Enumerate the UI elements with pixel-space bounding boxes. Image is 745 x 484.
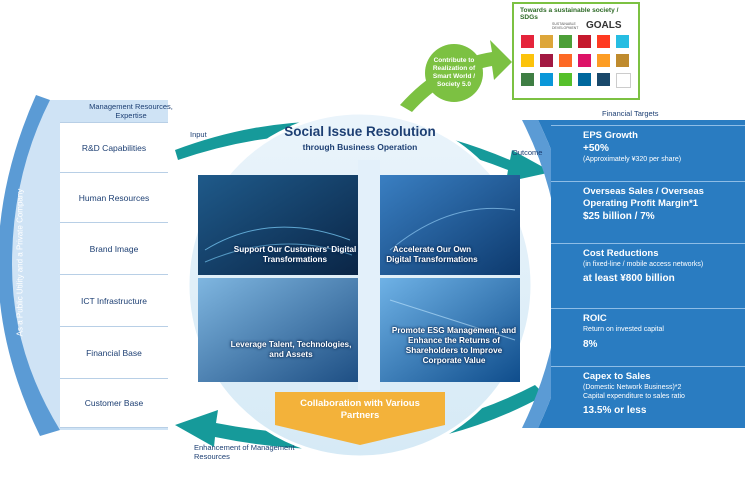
collaboration-shape	[275, 392, 445, 445]
center-title: Social Issue Resolution	[284, 124, 436, 139]
resource-brand: Brand Image	[60, 222, 168, 274]
sdgs-logo-small: SUSTAINABLE DEVELOPMENT	[552, 21, 579, 30]
enhancement-arrow	[175, 385, 545, 450]
roic-note: Return on invested capital	[583, 326, 664, 333]
roic-title: ROIC	[583, 313, 607, 324]
quadrant-3-image	[198, 278, 358, 382]
outcome-arrow	[175, 121, 552, 182]
smart-world-bubble: Contribute to Realization of Smart World…	[425, 44, 483, 102]
sdg-goal-icon	[578, 73, 591, 86]
overseas-card: Overseas Sales / Overseas Operating Prof…	[551, 181, 745, 243]
sdg-goal-icon	[578, 54, 591, 67]
sdg-goal-icon	[616, 73, 631, 88]
enhancement-label: Enhancement of Management Resources	[194, 443, 295, 461]
sdg-goal-icon	[578, 35, 591, 48]
overseas-value: $25 billion / 7%	[583, 211, 655, 222]
roic-value: 8%	[583, 339, 598, 350]
sdg-goal-icon	[521, 54, 534, 67]
capex-title: Capex to Sales	[583, 371, 651, 382]
cost-title: Cost Reductions	[583, 248, 659, 259]
quadrant-2-image	[380, 175, 520, 275]
sdg-goal-icon	[559, 73, 572, 86]
cost-card: Cost Reductions (in fixed-line / mobile …	[551, 243, 745, 308]
sdg-goal-icon	[559, 54, 572, 67]
resource-human: Human Resources	[60, 172, 168, 222]
collaboration-label: Collaboration with Various Partners	[300, 398, 420, 421]
sdg-goal-icon	[616, 54, 629, 67]
sdg-goal-icon	[597, 54, 610, 67]
quadrant-4-label: Promote ESG Management, and Enhance the …	[391, 326, 517, 365]
overseas-title: Overseas Sales / Overseas Operating Prof…	[583, 186, 704, 209]
sdg-goal-icon	[521, 73, 534, 86]
sdgs-title: Towards a sustainable society / SDGs	[520, 7, 619, 21]
quadrant-4-image	[380, 278, 520, 382]
sdg-goal-icon	[616, 35, 629, 48]
outcome-label: Outcome	[512, 148, 543, 157]
capex-note2: Capital expenditure to sales ratio	[583, 393, 685, 400]
resource-customer: Customer Base	[60, 378, 168, 428]
input-label: Input	[190, 130, 207, 139]
eps-value: +50%	[583, 143, 609, 154]
quadrant-3-label: Leverage Talent, Technologies, and Asset…	[230, 340, 352, 359]
sdgs-logo-big: GOALS	[586, 20, 622, 31]
cost-value: at least ¥800 billion	[583, 273, 675, 284]
capex-note: (Domestic Network Business)*2	[583, 384, 682, 391]
sdg-goal-icon	[597, 35, 610, 48]
left-arc-outer	[0, 95, 60, 436]
center-subtitle: through Business Operation	[302, 142, 418, 152]
resource-ict: ICT Infrastructure	[60, 274, 168, 326]
eps-title: EPS Growth	[583, 130, 638, 141]
sdg-goal-icon	[597, 73, 610, 86]
quadrant-1-label: Support Our Customers' Digital Transform…	[233, 245, 357, 264]
resource-rd: R&D Capabilities	[60, 122, 168, 172]
sdg-goal-icon	[540, 54, 553, 67]
cost-note: (in fixed-line / mobile access networks)	[583, 261, 704, 268]
sdg-goal-icon	[559, 35, 572, 48]
sdg-goal-icon	[540, 73, 553, 86]
roic-card: ROIC Return on invested capital 8%	[551, 308, 745, 366]
quadrant-1-image	[198, 175, 358, 275]
resources-header: Management Resources, Expertise	[89, 102, 173, 120]
sdgs-logo: SUSTAINABLE DEVELOPMENT GOALS	[552, 20, 622, 31]
capex-value: 13.5% or less	[583, 405, 647, 416]
sdg-goal-icon	[521, 35, 534, 48]
eps-card: EPS Growth +50% (Approximately ¥320 per …	[551, 125, 745, 181]
quadrant-2-label: Accelerate Our Own Digital Transformatio…	[386, 245, 478, 264]
capex-card: Capex to Sales (Domestic Network Busines…	[551, 366, 745, 428]
financial-header: Financial Targets	[602, 109, 659, 118]
sdg-goal-icon	[540, 35, 553, 48]
left-vertical-label: As a Public Utility and a Private Compan…	[15, 188, 25, 337]
sdgs-icon-grid	[521, 35, 633, 95]
eps-note: (Approximately ¥320 per share)	[583, 156, 682, 163]
sdgs-box: Towards a sustainable society / SDGs SUS…	[512, 2, 640, 100]
resource-financial: Financial Base	[60, 326, 168, 378]
